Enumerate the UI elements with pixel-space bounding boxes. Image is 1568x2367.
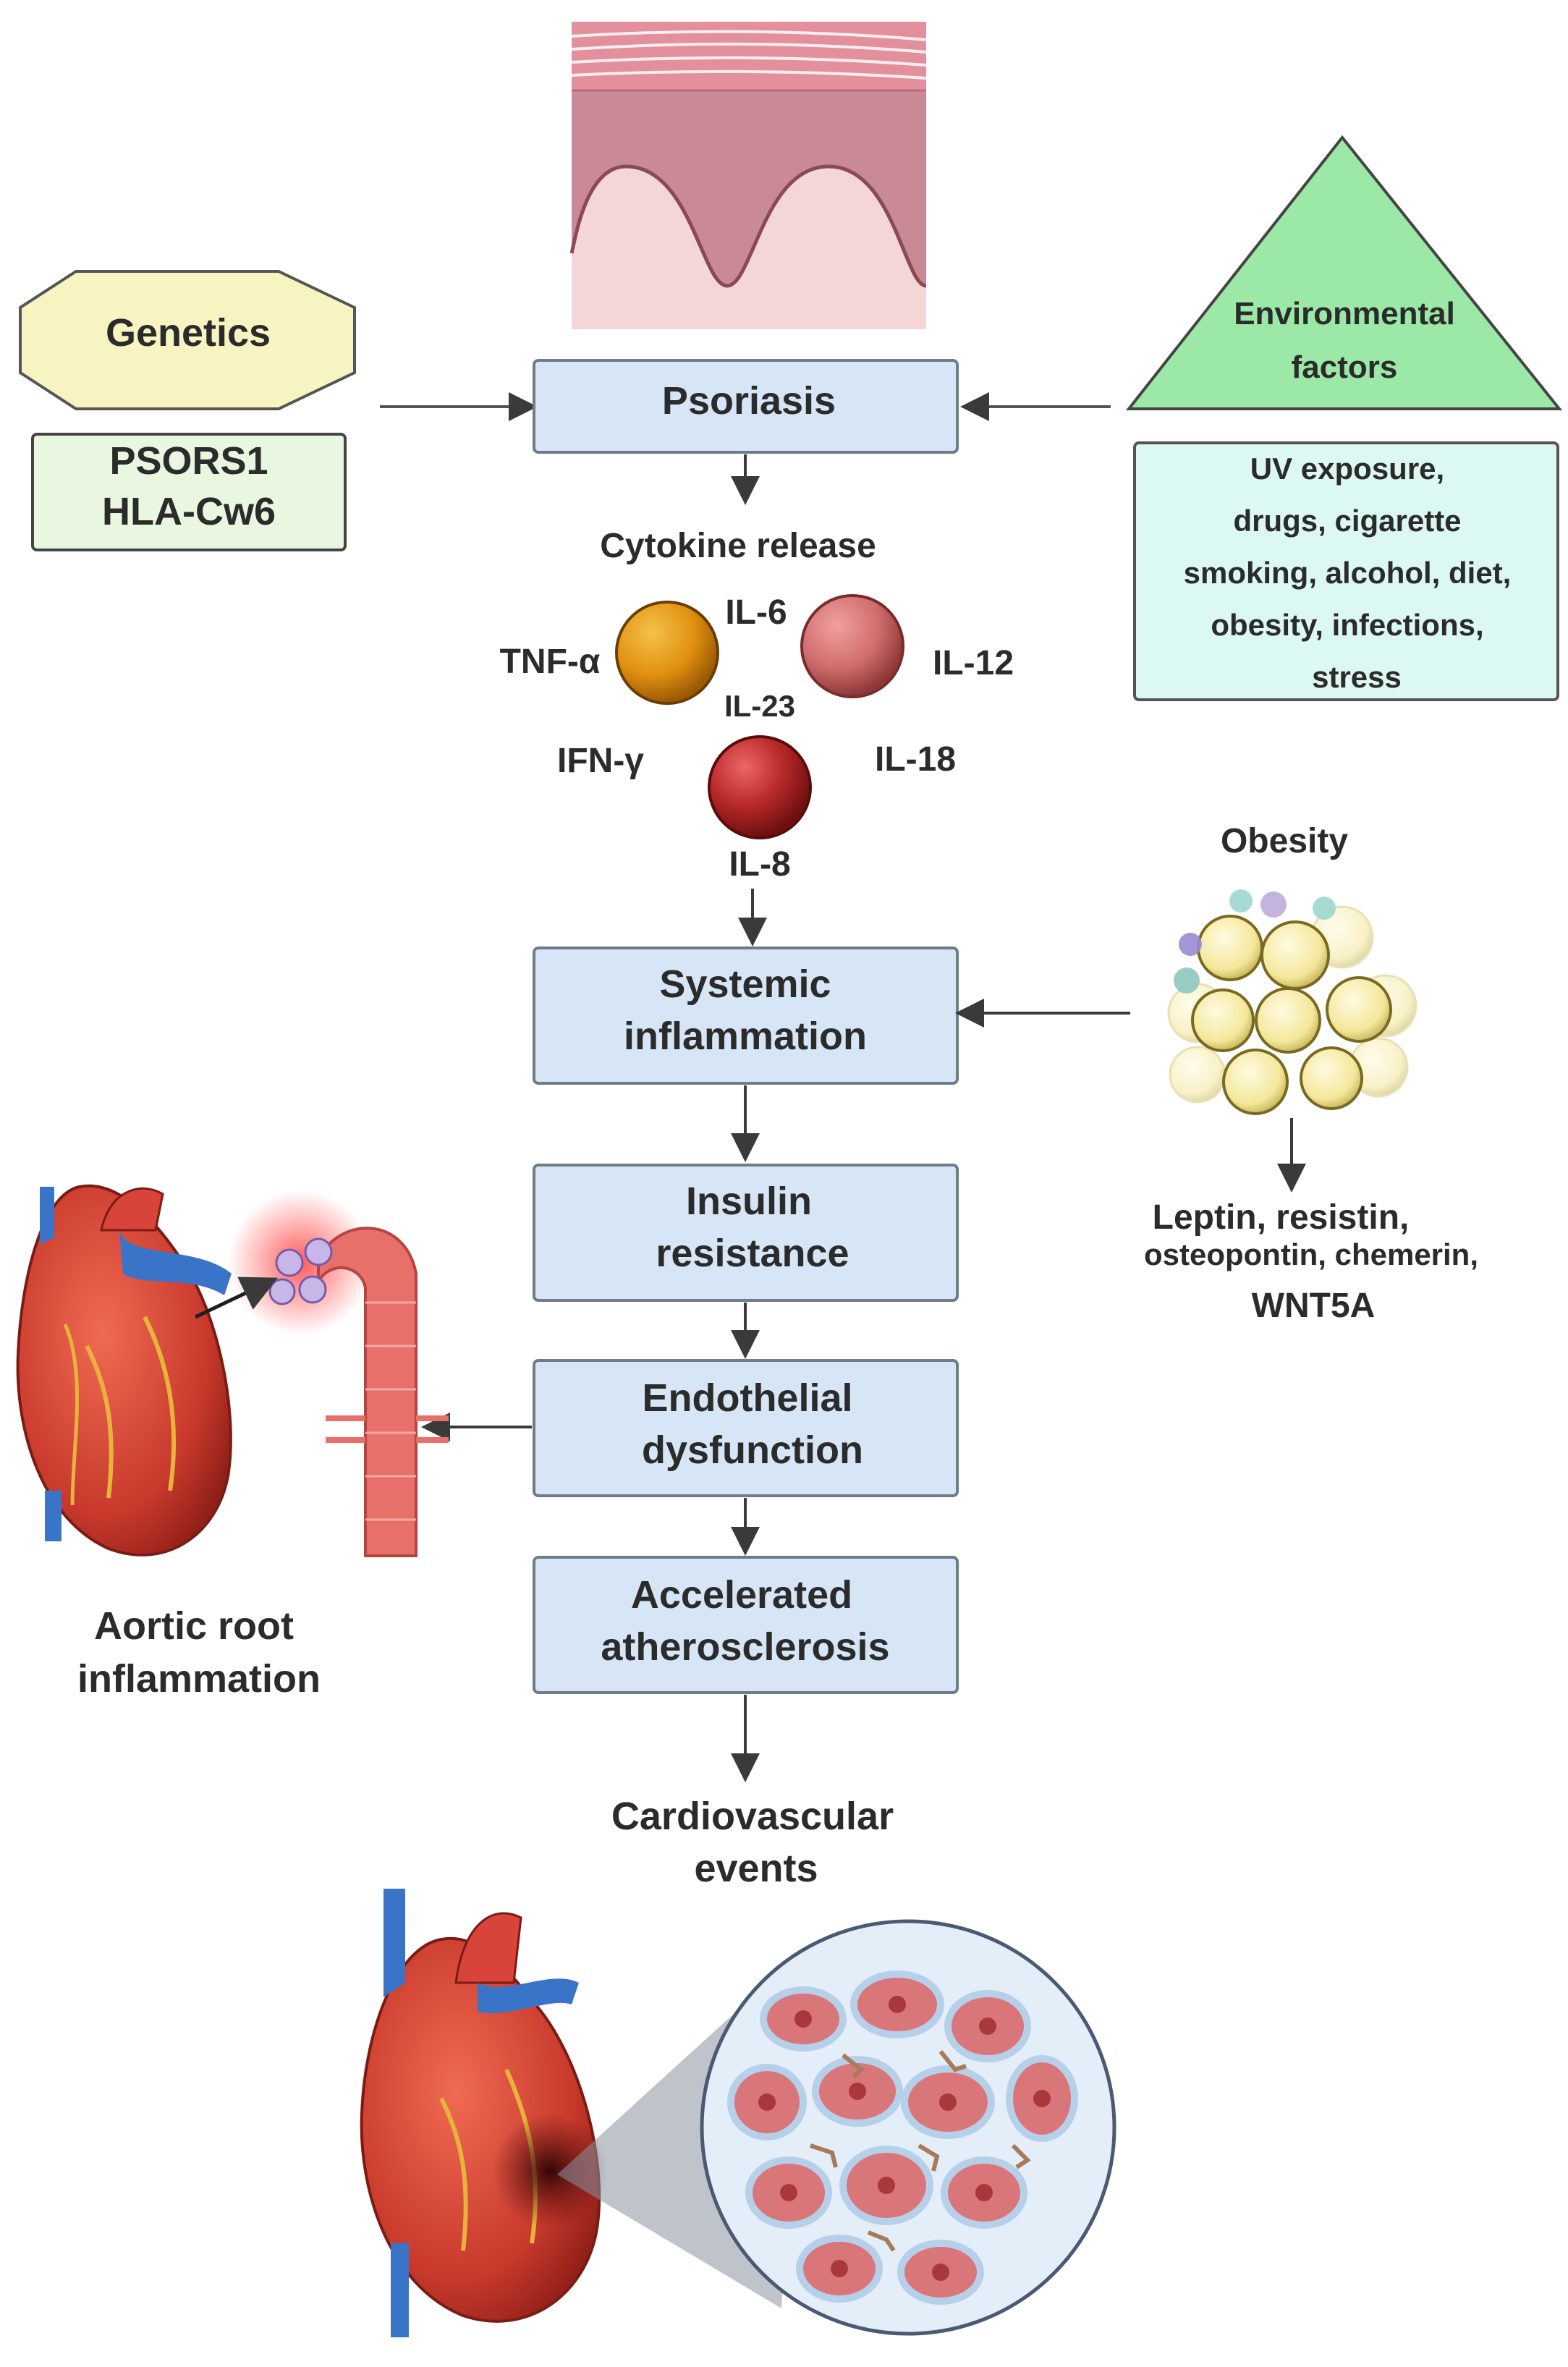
label-il6: IL-6 — [725, 593, 787, 632]
events-line2: events — [694, 1847, 818, 1890]
env-title-line2: factors — [1292, 350, 1398, 385]
environmental-node: Environmental factors — [1125, 135, 1563, 410]
cytokine-sphere-pink — [800, 594, 904, 698]
env-factor-line2: drugs, cigarette — [1233, 504, 1461, 538]
adipocyte-cluster-icon — [1167, 889, 1417, 1115]
athero-line2: atherosclerosis — [601, 1625, 889, 1669]
insulin-resistance-node: Insulin resistance — [533, 1164, 959, 1302]
genetics-node: Genetics — [19, 270, 356, 410]
obesity-title: Obesity — [1221, 822, 1348, 860]
adipokines-line2: osteopontin, chemerin, — [1144, 1237, 1478, 1271]
label-il12: IL-12 — [933, 644, 1014, 682]
endothelial-line1: Endothelial — [642, 1376, 852, 1420]
cytokine-release-title: Cytokine release — [600, 527, 876, 565]
infarct-region — [492, 2113, 608, 2229]
label-tnfa: TNF-α — [500, 643, 601, 681]
env-factor-line1: UV exposure, — [1250, 452, 1444, 486]
athero-line1: Accelerated — [631, 1573, 852, 1617]
gene-psors1: PSORS1 — [109, 439, 268, 483]
cytokine-sphere-red — [708, 735, 812, 839]
gene-hla-cw6: HLA-Cw6 — [102, 490, 276, 533]
endothelial-line2: dysfunction — [642, 1428, 863, 1472]
systemic-line1: Systemic — [659, 962, 831, 1006]
insulin-line1: Insulin — [686, 1180, 812, 1223]
psoriasis-node: Psoriasis — [533, 359, 959, 454]
label-ifng: IFN-γ — [557, 742, 644, 780]
env-factor-line4: obesity, infections, — [1211, 608, 1483, 642]
aortic-line2: inflammation — [77, 1657, 321, 1701]
obesity-node: Obesity Leptin, resistin, osteopontin, c… — [1144, 822, 1478, 1325]
heart-icon-left — [16, 1184, 232, 1557]
accelerated-atherosclerosis-node: Accelerated atherosclerosis — [533, 1556, 959, 1694]
systemic-inflammation-node: Systemic inflammation — [533, 947, 959, 1085]
events-line1: Cardiovascular — [611, 1795, 894, 1838]
label-il8: IL-8 — [729, 845, 790, 884]
genetics-title: Genetics — [106, 311, 271, 355]
env-factor-line5: stress — [1312, 660, 1402, 694]
genes-box: PSORS1 HLA-Cw6 — [31, 433, 347, 551]
systemic-line2: inflammation — [624, 1015, 867, 1058]
endothelial-dysfunction-node: Endothelial dysfunction — [533, 1359, 959, 1497]
myocardial-tissue-inset — [700, 1919, 1116, 2336]
adipokines-line3: WNT5A — [1252, 1287, 1376, 1325]
aorta-icon — [317, 1227, 449, 1557]
env-factor-line3: smoking, alcohol, diet, — [1184, 556, 1512, 590]
skin-illustration — [569, 22, 927, 329]
cytokine-cluster: Cytokine release IL-6 TNF-α IL-12 IL-23 … — [500, 527, 1014, 884]
aortic-root-illustration: Aortic root inflammation — [16, 1184, 449, 1701]
insulin-line2: resistance — [656, 1232, 849, 1275]
env-title-line1: Environmental — [1234, 296, 1455, 331]
env-factors-box: UV exposure, drugs, cigarette smoking, a… — [1133, 441, 1559, 701]
arrow-heart-to-aorta — [194, 1276, 279, 1319]
label-il18: IL-18 — [875, 740, 956, 779]
cytokine-sphere-orange — [615, 601, 719, 705]
cardiovascular-events-label: Cardiovascular events — [611, 1795, 894, 1890]
aortic-line1: Aortic root — [94, 1604, 294, 1648]
psoriasis-label: Psoriasis — [662, 379, 836, 423]
label-il23: IL-23 — [724, 689, 795, 723]
adipokines-line1: Leptin, resistin, — [1153, 1198, 1410, 1237]
